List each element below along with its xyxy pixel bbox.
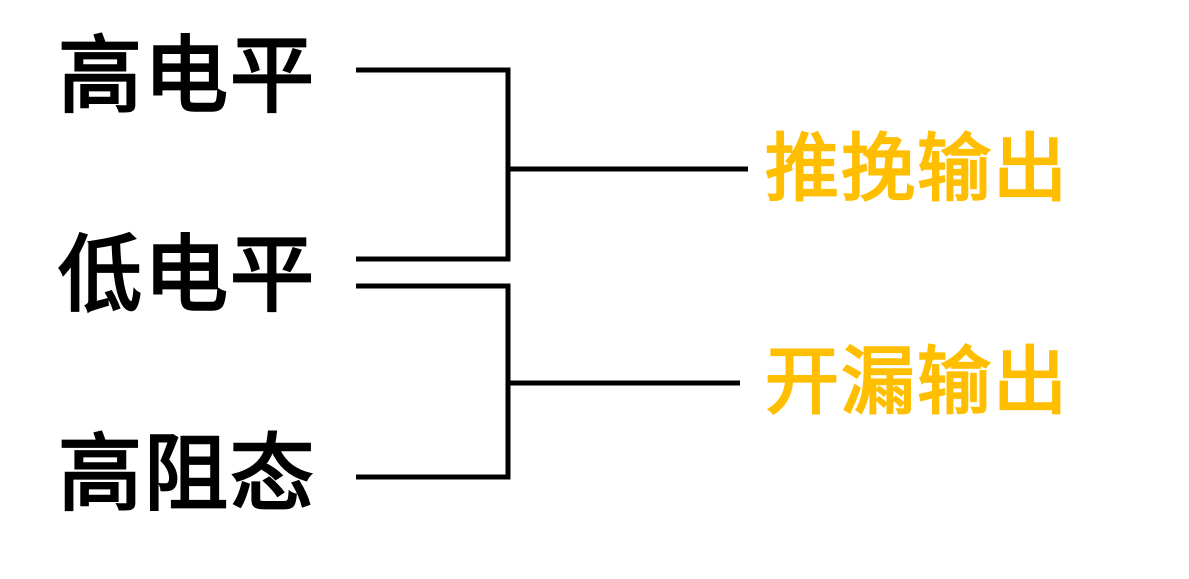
- connector-push-pull: [356, 67, 748, 262]
- mode-label-push-pull: 推挽输出: [765, 126, 1069, 212]
- state-label-high-impedance: 高阻态: [58, 425, 317, 523]
- mode-label-open-drain: 开漏输出: [765, 339, 1069, 425]
- connector-open-drain: [356, 283, 740, 480]
- state-label-low-level: 低电平: [58, 226, 317, 324]
- state-label-high-level: 高电平: [58, 27, 317, 125]
